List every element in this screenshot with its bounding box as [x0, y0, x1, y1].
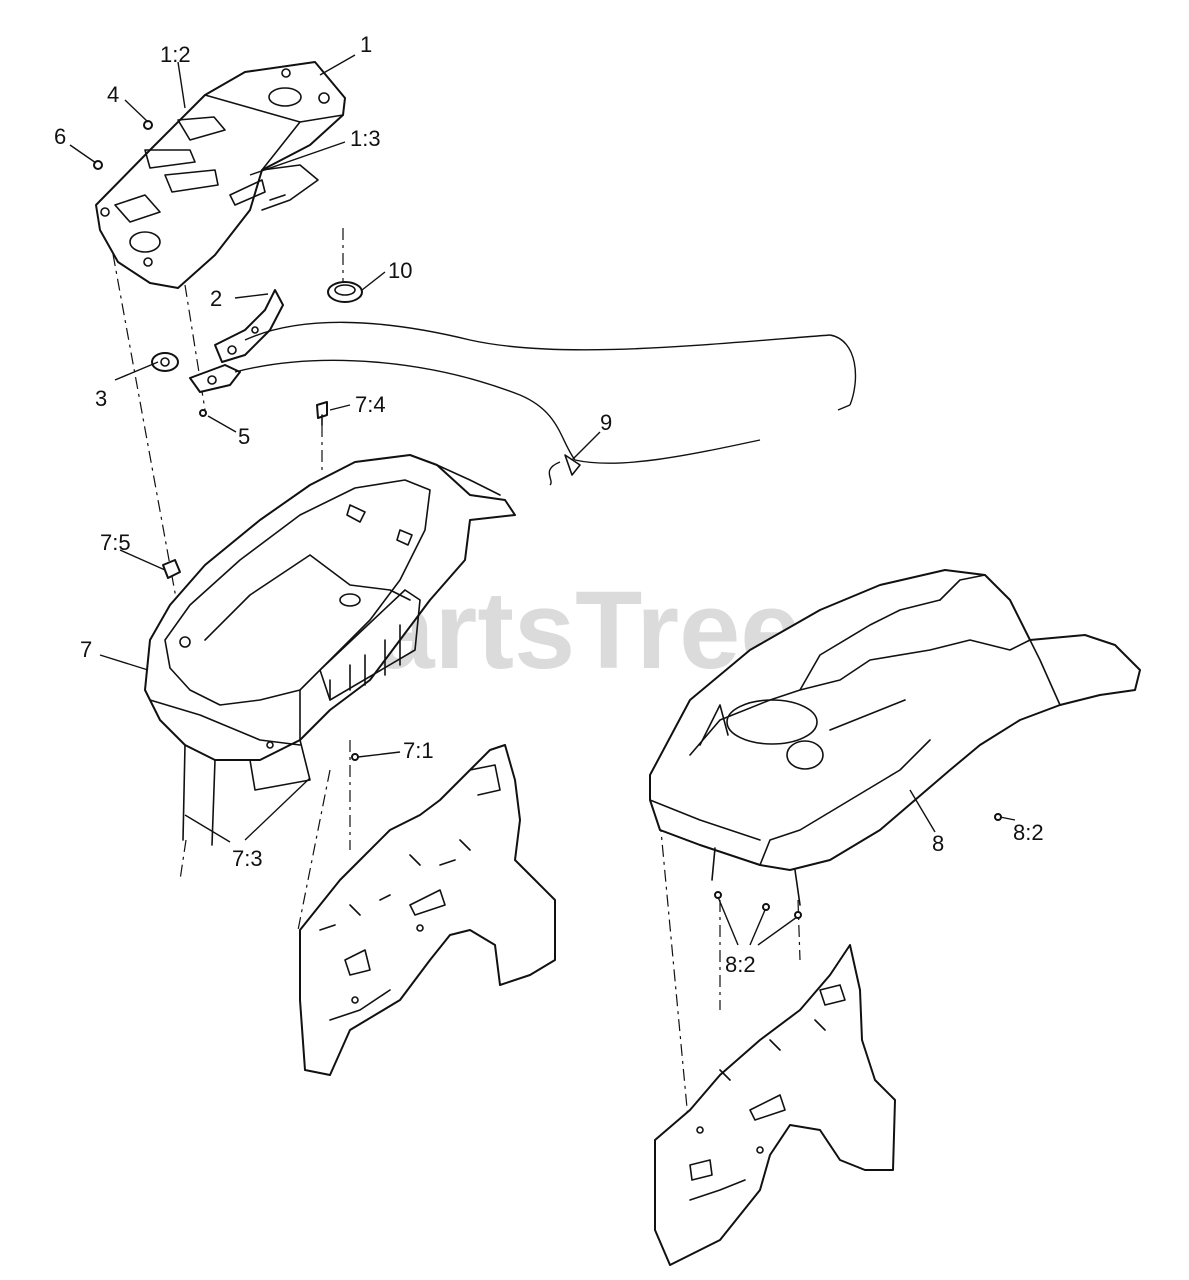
callout-7: 7 [80, 637, 92, 662]
leader-lines [69, 54, 1016, 946]
cables [234, 321, 857, 486]
callout-1: 1 [360, 32, 372, 57]
callout-7-3: 7:3 [232, 846, 263, 871]
left-mounting-plate [299, 744, 556, 1076]
callout-3: 3 [95, 386, 107, 411]
callout-labels: 1 1:2 1:3 2 3 4 5 6 7 7:1 7:3 7:4 7:5 8 … [54, 32, 1044, 977]
lower-console-housing [144, 454, 516, 846]
right-console-cover [649, 569, 1141, 906]
callout-8: 8 [932, 831, 944, 856]
callout-7-5: 7:5 [100, 530, 131, 555]
switch [151, 352, 179, 372]
right-mounting-plate [654, 944, 896, 1266]
callout-5: 5 [238, 424, 250, 449]
callout-2: 2 [210, 286, 222, 311]
callout-1-2: 1:2 [160, 42, 191, 67]
callout-10: 10 [388, 258, 412, 283]
callout-4: 4 [107, 82, 119, 107]
callout-6: 6 [54, 124, 66, 149]
callout-7-4: 7:4 [355, 392, 386, 417]
callout-1-3: 1:3 [350, 126, 381, 151]
callout-7-1: 7:1 [403, 738, 434, 763]
hardware [93, 120, 1002, 919]
callout-8-2-right: 8:2 [1013, 820, 1044, 845]
callout-9: 9 [600, 410, 612, 435]
grommet [327, 281, 363, 303]
cable-bracket [189, 289, 284, 393]
callout-8-2-lower: 8:2 [725, 952, 756, 977]
upper-console-panel [95, 61, 346, 289]
